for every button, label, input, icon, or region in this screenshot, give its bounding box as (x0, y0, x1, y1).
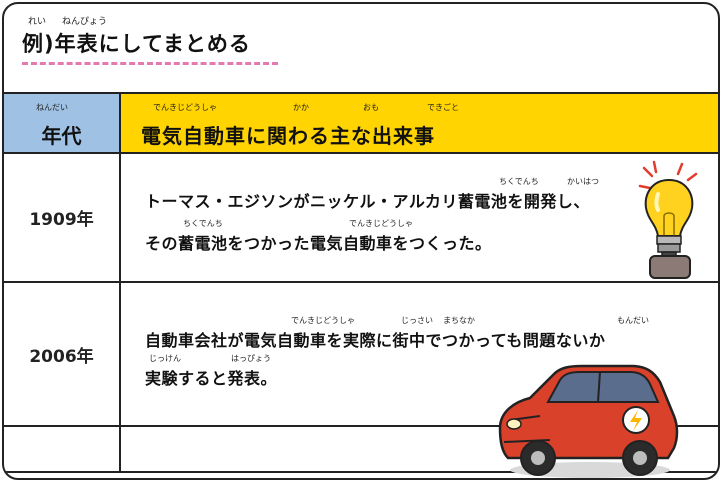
ruby-nenpyou: ねんぴょう (62, 17, 108, 27)
event-ruby: でんきじどうしゃ (349, 219, 413, 228)
events-header-ruby-4: できごと (427, 103, 459, 112)
event-text-line-2: 実験すると発表。 (145, 369, 278, 388)
electric-car-icon (498, 364, 679, 478)
event-ruby: はっぴょう (231, 354, 271, 363)
timeline-table: ねんだい 年代 でんきじどうしゃ かか おも できごと 電気自動車に関わる主な出… (4, 92, 718, 473)
events-header-label: 電気自動車に関わる主な出来事 (141, 124, 435, 148)
page-title: 例)年表にしてまとめる (22, 32, 251, 56)
year-column-header: ねんだい 年代 (4, 92, 121, 154)
events-header-ruby-1: でんきじどうしゃ (153, 103, 217, 112)
event-ruby: もんだい (617, 316, 649, 325)
table-row: 1909年 ちくでんち かいはつ トーマス・エジソンがニッケル・アルカリ蓄電池を… (4, 152, 718, 283)
event-ruby: ちくでんち (499, 177, 539, 186)
event-ruby: ちくでんち (183, 219, 223, 228)
events-column-header: でんきじどうしゃ かか おも できごと 電気自動車に関わる主な出来事 (119, 92, 718, 154)
year-cell: 1909年 (4, 152, 121, 283)
event-text-line-1: 自動車会社が電気自動車を実際に街中でつかっても問題ないか (145, 331, 606, 350)
ruby-rei: れい (28, 17, 47, 27)
title-dashed-underline (22, 62, 278, 65)
event-text-line-2: その蓄電池をつかった電気自動車をつくった。 (145, 234, 492, 253)
event-cell: ちくでんち かいはつ トーマス・エジソンがニッケル・アルカリ蓄電池を開発し、 ち… (119, 152, 718, 283)
event-ruby: かいはつ (567, 177, 599, 186)
events-header-ruby-2: かか (293, 103, 309, 112)
lightbulb-icon (638, 160, 698, 279)
title-ruby: れい ねんぴょう (22, 14, 278, 27)
title-block: れい ねんぴょう 例)年表にしてまとめる (22, 14, 278, 65)
year-cell: 2006年 (4, 281, 121, 427)
event-ruby: でんきじどうしゃ (291, 316, 355, 325)
year-header-ruby: ねんだい (36, 103, 68, 112)
event-text-line-1: トーマス・エジソンがニッケル・アルカリ蓄電池を開発し、 (145, 192, 590, 211)
event-ruby: じっけん (149, 354, 181, 363)
year-header-label: 年代 (41, 124, 82, 148)
year-cell (4, 425, 121, 473)
header-row: ねんだい 年代 でんきじどうしゃ かか おも できごと 電気自動車に関わる主な出… (4, 92, 718, 154)
event-ruby: じっさい (401, 316, 433, 325)
event-ruby: まちなか (443, 316, 475, 325)
events-header-ruby-3: おも (363, 103, 379, 112)
